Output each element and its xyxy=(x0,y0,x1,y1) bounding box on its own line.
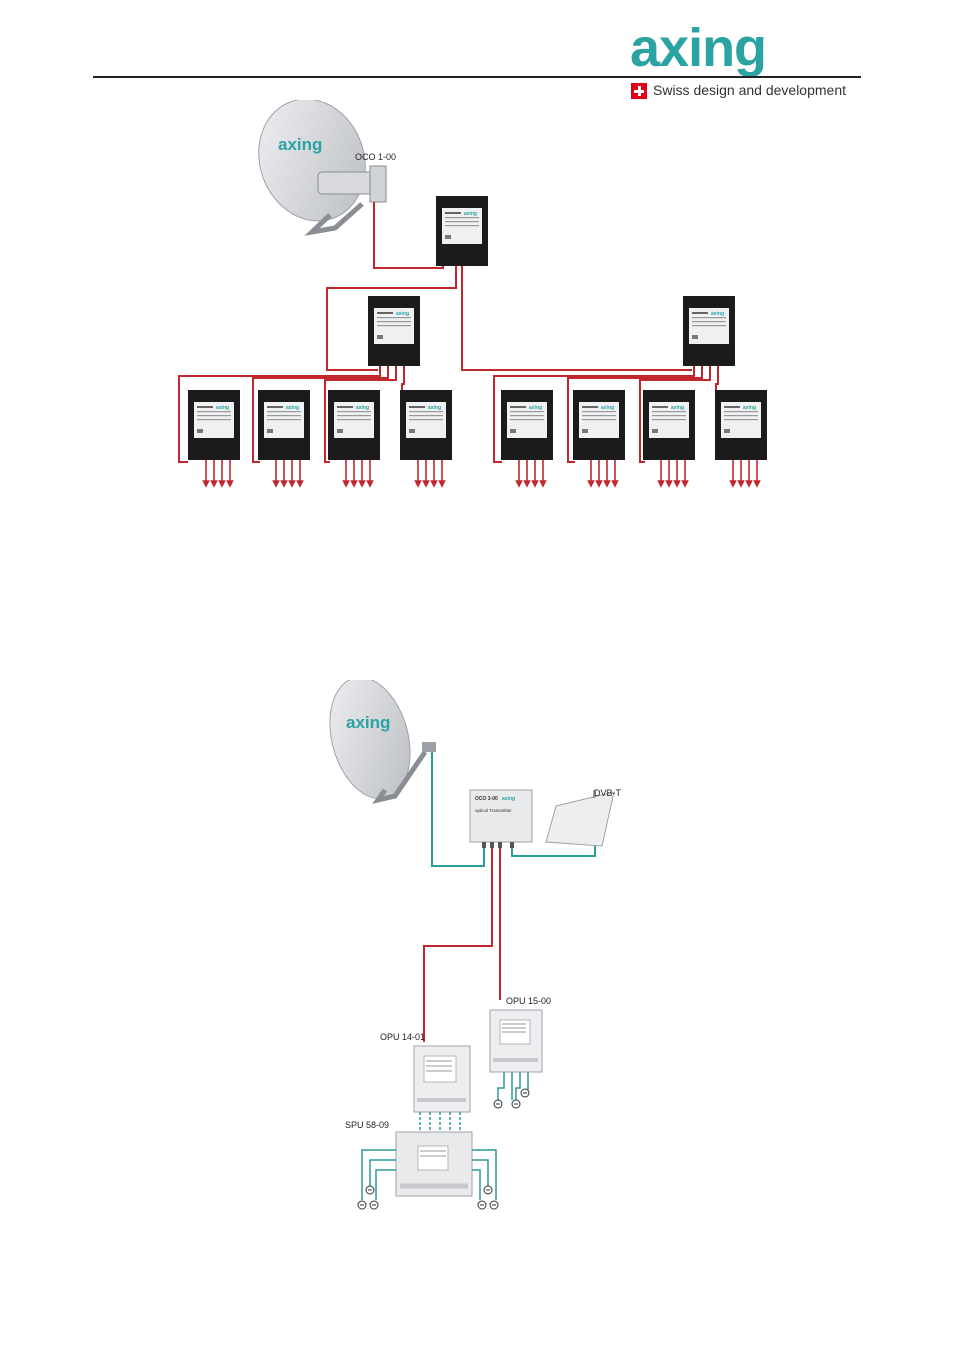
output-arrow xyxy=(210,480,218,488)
output-arrow xyxy=(753,480,761,488)
dish-logo: axing xyxy=(346,713,390,732)
dish-logo: axing xyxy=(278,135,322,154)
receiver-2-label: OPU 14-01 xyxy=(380,1032,425,1042)
receiver-2-to-multiswitch xyxy=(419,1112,461,1130)
output-arrow xyxy=(681,480,689,488)
swiss-flag-icon xyxy=(631,83,647,99)
output-arrow xyxy=(272,480,280,488)
output-arrow xyxy=(657,480,665,488)
output-arrow xyxy=(587,480,595,488)
output-arrow xyxy=(611,480,619,488)
transmitter-label: OCO 1-00 xyxy=(355,152,396,162)
fiber-lines xyxy=(423,848,501,1042)
svg-text:axing: axing xyxy=(502,796,515,802)
output-arrow xyxy=(745,480,753,488)
satellite-dish: axing xyxy=(258,100,387,236)
optical-receiver-1 xyxy=(489,1009,543,1073)
output-arrow xyxy=(358,480,366,488)
output-arrow xyxy=(350,480,358,488)
output-arrow xyxy=(673,480,681,488)
output-arrow xyxy=(603,480,611,488)
output-arrow xyxy=(226,480,234,488)
output-arrow xyxy=(515,480,523,488)
header-rule xyxy=(93,76,861,78)
output-arrow xyxy=(280,480,288,488)
fiber-lines xyxy=(178,202,719,463)
logo-wordmark: axing xyxy=(630,22,766,78)
satellite-dish: axing xyxy=(329,680,436,804)
optical-transmitter: OCO 3-00 axing optical Transmitter xyxy=(469,789,533,848)
output-arrow xyxy=(296,480,304,488)
top-diagram: axing axing OCO 1-00 xyxy=(178,100,767,488)
output-arrow xyxy=(595,480,603,488)
output-arrow xyxy=(414,480,422,488)
output-arrow xyxy=(729,480,737,488)
tagline: Swiss design and development xyxy=(653,82,847,98)
bottom-diagram: axing OCO 3-00 axing optical Transmitter… xyxy=(329,680,622,1210)
output-arrow xyxy=(665,480,673,488)
receiver-1-outputs xyxy=(497,1072,529,1100)
transmitter-text: optical Transmitter xyxy=(475,808,512,813)
multiswitch-outputs xyxy=(361,1149,497,1200)
terrestrial-antenna xyxy=(545,790,615,847)
optical-receiver-2 xyxy=(413,1045,471,1113)
output-arrow xyxy=(366,480,374,488)
multiswitch xyxy=(395,1131,473,1197)
dvbt-label: DVB-T xyxy=(594,788,622,798)
output-arrow xyxy=(539,480,547,488)
output-arrow xyxy=(531,480,539,488)
output-arrows xyxy=(202,460,761,488)
output-arrow xyxy=(523,480,531,488)
output-arrow xyxy=(218,480,226,488)
output-arrow xyxy=(422,480,430,488)
output-arrow xyxy=(438,480,446,488)
distributor-level3-row xyxy=(188,390,767,460)
output-arrow xyxy=(342,480,350,488)
receiver-1-label: OPU 15-00 xyxy=(506,996,551,1006)
output-arrow xyxy=(202,480,210,488)
output-arrow xyxy=(430,480,438,488)
transmitter-model: OCO 3-00 xyxy=(475,796,498,802)
output-arrow xyxy=(288,480,296,488)
distributor-level2-right xyxy=(683,296,735,366)
axing-logo: axing xyxy=(630,22,767,78)
distributor-level1 xyxy=(436,196,488,266)
multiswitch-label: SPU 58-09 xyxy=(345,1120,389,1130)
output-arrow xyxy=(737,480,745,488)
distributor-level2-left xyxy=(368,296,420,366)
